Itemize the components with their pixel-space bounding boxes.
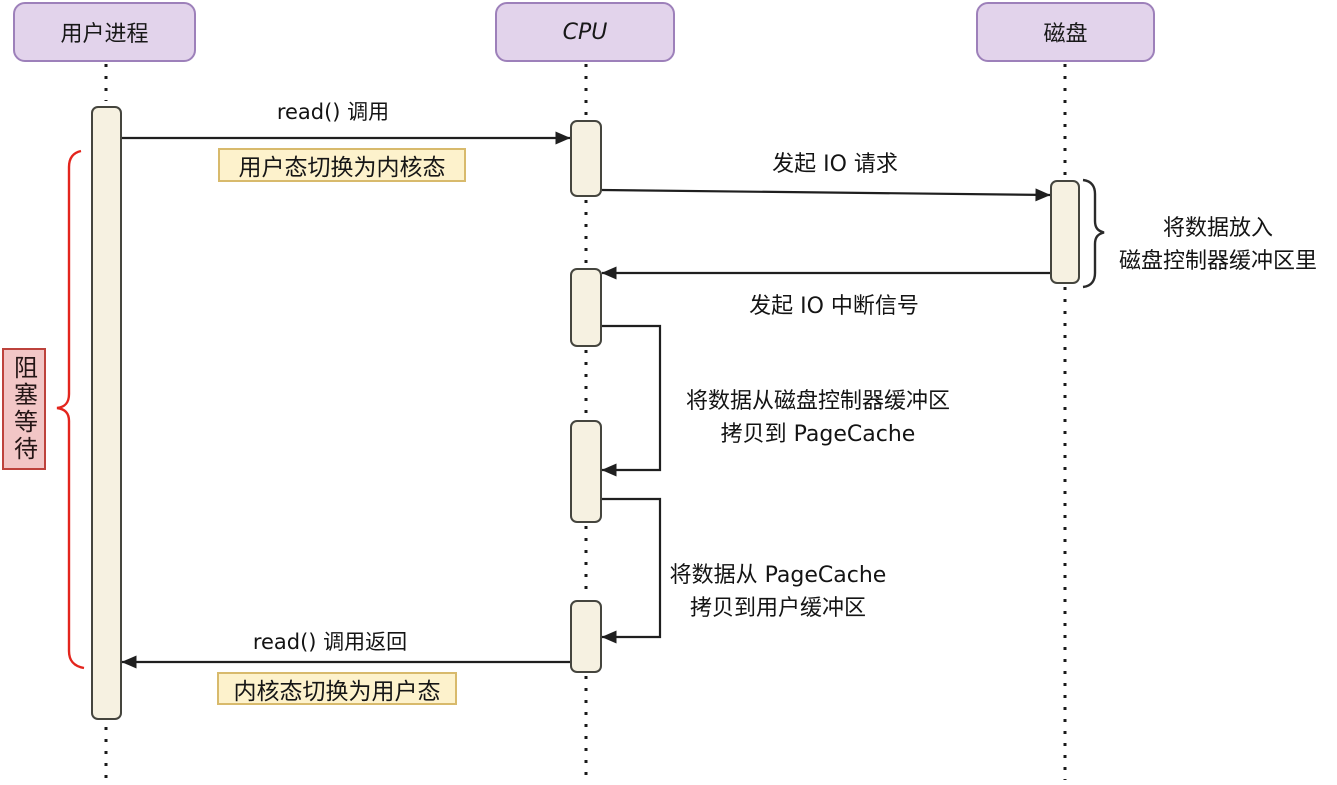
label-read-call: read() 调用 xyxy=(276,100,390,124)
actor-cpu: CPU xyxy=(495,2,675,62)
activation-cpu-1 xyxy=(570,120,602,197)
note-switch-to-user-text: 内核态切换为用户态 xyxy=(233,678,441,705)
actor-user-process-label: 用户进程 xyxy=(60,22,149,47)
actor-disk: 磁盘 xyxy=(976,2,1155,62)
arrow-self-copy-userbuffer xyxy=(601,497,662,644)
actor-cpu-label: CPU xyxy=(562,19,608,45)
disk-note-brace xyxy=(1082,178,1105,289)
actor-disk-label: 磁盘 xyxy=(1043,22,1088,47)
label-disk-note-line1: 将数据放入 xyxy=(1162,216,1274,241)
label-copy-userbuffer: 将数据从 PageCache 拷贝到用户缓冲区 xyxy=(670,559,887,625)
actor-user-process: 用户进程 xyxy=(13,2,196,62)
blocking-wait-brace xyxy=(56,149,85,670)
activation-cpu-3 xyxy=(570,420,602,523)
label-copy-pagecache-line2: 拷贝到 PageCache xyxy=(720,422,916,447)
arrow-self-copy-pagecache xyxy=(601,324,662,477)
label-disk-note: 将数据放入 磁盘控制器缓冲区里 xyxy=(1119,212,1317,278)
note-switch-to-kernel: 用户态切换为内核态 xyxy=(218,148,466,182)
label-read-return: read() 调用返回 xyxy=(252,630,408,654)
label-copy-pagecache-line1: 将数据从磁盘控制器缓冲区 xyxy=(685,389,951,414)
activation-disk xyxy=(1050,180,1080,284)
arrow-io-request xyxy=(601,188,1051,202)
activation-cpu-2 xyxy=(570,268,602,347)
note-blocking-wait: 阻塞等待 xyxy=(2,348,46,470)
label-copy-userbuffer-line1: 将数据从 PageCache xyxy=(669,563,887,588)
note-switch-to-user: 内核态切换为用户态 xyxy=(217,672,457,705)
label-copy-pagecache: 将数据从磁盘控制器缓冲区 拷贝到 PageCache xyxy=(686,385,950,451)
activation-cpu-4 xyxy=(570,600,602,673)
note-switch-to-kernel-text: 用户态切换为内核态 xyxy=(238,155,446,181)
label-io-interrupt: 发起 IO 中断信号 xyxy=(749,294,919,319)
note-blocking-wait-text: 阻塞等待 xyxy=(9,355,38,463)
label-disk-note-line2: 磁盘控制器缓冲区里 xyxy=(1118,249,1318,274)
label-copy-userbuffer-line2: 拷贝到用户缓冲区 xyxy=(689,596,867,621)
activation-user-process xyxy=(91,106,122,720)
label-io-request: 发起 IO 请求 xyxy=(772,152,898,177)
